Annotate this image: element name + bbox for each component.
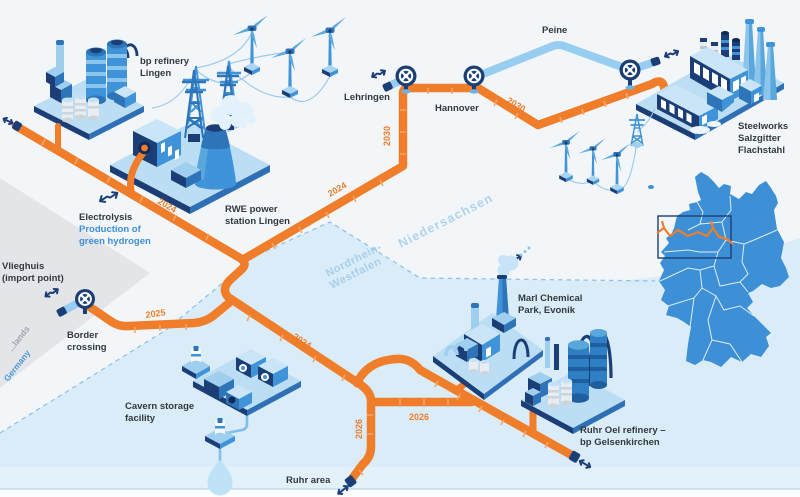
- svg-text:2025: 2025: [145, 307, 166, 320]
- svg-text:station Lingen: station Lingen: [225, 216, 290, 227]
- svg-text:Park, Evonik: Park, Evonik: [518, 305, 576, 316]
- svg-text:bp Gelsenkirchen: bp Gelsenkirchen: [580, 437, 660, 448]
- svg-text:Peine: Peine: [542, 25, 567, 36]
- svg-text:Vlieghuis: Vlieghuis: [2, 261, 44, 272]
- svg-text:(import point): (import point): [2, 273, 64, 284]
- svg-text:Border: Border: [67, 330, 98, 341]
- svg-text:Lingen: Lingen: [140, 68, 171, 79]
- svg-text:2030: 2030: [382, 126, 392, 146]
- svg-text:Hannover: Hannover: [435, 103, 479, 114]
- svg-text:Salzgitter: Salzgitter: [738, 133, 781, 144]
- svg-text:Production of: Production of: [79, 224, 142, 235]
- svg-text:facility: facility: [125, 413, 156, 424]
- svg-text:Steelworks: Steelworks: [738, 121, 788, 132]
- svg-text:Ruhr area: Ruhr area: [286, 475, 331, 486]
- svg-text:Ruhr Oel refinery –: Ruhr Oel refinery –: [580, 425, 666, 436]
- svg-text:2026: 2026: [354, 419, 364, 439]
- svg-text:Marl Chemical: Marl Chemical: [518, 293, 582, 304]
- svg-text:Cavern storage: Cavern storage: [125, 401, 194, 412]
- svg-text:2026: 2026: [409, 412, 429, 422]
- svg-text:crossing: crossing: [67, 342, 107, 353]
- svg-text:Flachstahl: Flachstahl: [738, 145, 785, 156]
- svg-text:RWE power: RWE power: [225, 204, 278, 215]
- svg-text:Electrolysis: Electrolysis: [79, 212, 132, 223]
- svg-text:green hydrogen: green hydrogen: [79, 236, 151, 247]
- svg-text:bp refinery: bp refinery: [140, 56, 190, 67]
- svg-text:Lehringen: Lehringen: [344, 92, 390, 103]
